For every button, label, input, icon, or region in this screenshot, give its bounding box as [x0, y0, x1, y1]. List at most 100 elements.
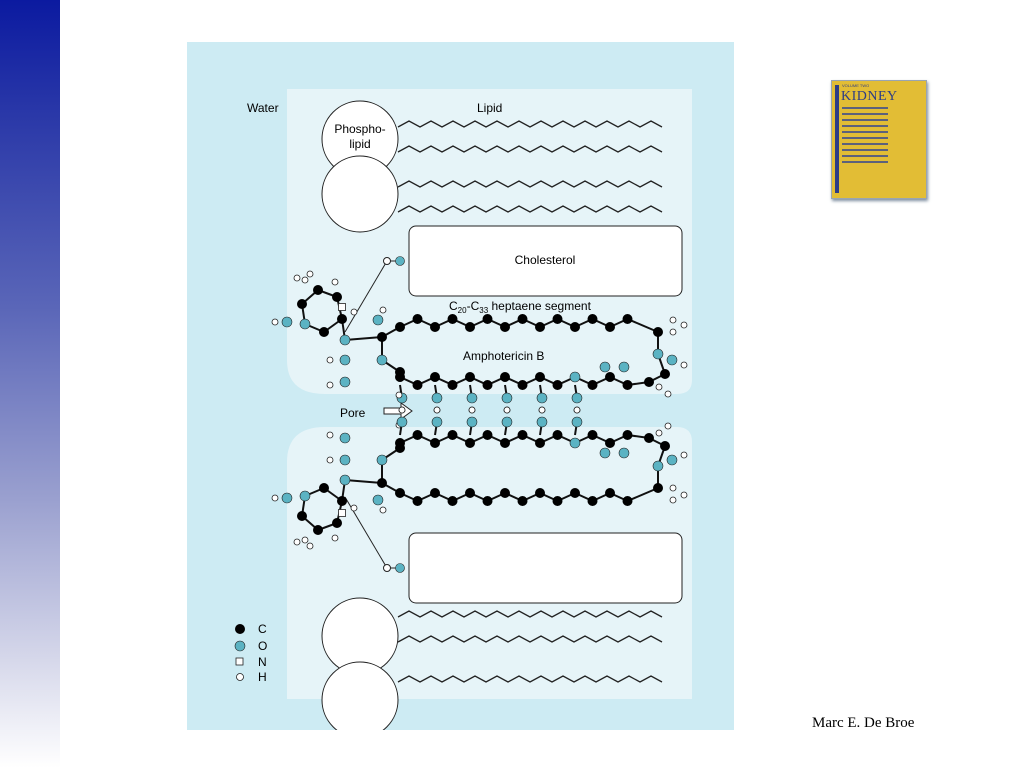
legend-hydrogen-label: H: [258, 670, 267, 684]
linker-oxygen-lower: [395, 563, 405, 573]
oxygen-atom: [536, 416, 548, 428]
oxygen-atom: [372, 314, 384, 326]
carbon-atom: [395, 367, 405, 377]
carbon-atom: [337, 314, 347, 324]
amphotericin-pore-diagram: Water Lipid Phospho- lipid Cholesterol C…: [187, 42, 734, 730]
carbon-atom: [605, 322, 615, 332]
kidney-book-cover-image: VOLUME TWO KIDNEY: [831, 80, 927, 199]
carbon-atom: [605, 488, 615, 498]
hydrogen-atom: [664, 422, 672, 430]
book-title: KIDNEY: [841, 89, 898, 104]
lipid-tail-6: [397, 635, 663, 643]
carbon-atom: [517, 496, 528, 506]
oxygen-atom: [599, 361, 611, 373]
pore-arrow-icon: [383, 402, 413, 420]
lipid-tail-4: [397, 205, 663, 213]
amphotericin-b-label: Amphotericin B: [463, 349, 544, 363]
hydrogen-atom: [331, 534, 339, 542]
hydrogen-atom: [655, 429, 663, 437]
carbon-atom: [430, 372, 440, 382]
amphotericin-molecules: [271, 270, 688, 550]
carbon-atom: [500, 322, 510, 332]
hydrogen-atom: [271, 318, 279, 326]
carbon-atom: [570, 488, 580, 498]
hydrogen-atom: [379, 506, 387, 514]
carbon-atom: [313, 285, 323, 295]
hydrogen-atom: [538, 406, 546, 414]
lipid-tail-3: [397, 180, 663, 188]
hydrogen-atom: [664, 390, 672, 398]
legend-nitrogen-label: N: [258, 655, 267, 669]
carbon-atom: [535, 322, 545, 332]
carbon-atom: [500, 372, 510, 382]
oxygen-atom: [569, 371, 581, 383]
carbon-atom: [319, 327, 329, 337]
carbon-atom: [412, 430, 423, 440]
carbon-atom: [430, 322, 440, 332]
carbon-atom: [644, 433, 654, 443]
hydrogen-atom: [395, 391, 403, 399]
oxygen-atom: [569, 437, 581, 449]
oxygen-atom: [339, 354, 351, 366]
oxygen-atom: [339, 376, 351, 388]
lipid-label: Lipid: [477, 101, 502, 115]
hydrogen-atom: [326, 356, 334, 364]
hydrogen-atom: [350, 308, 358, 316]
carbon-atom: [430, 488, 440, 498]
carbon-atom: [412, 380, 423, 390]
carbon-atom: [517, 430, 528, 440]
carbon-atom: [653, 327, 663, 337]
legend-oxygen-symbol: [234, 640, 246, 652]
hydrogen-atom: [669, 484, 677, 492]
lipid-tail-1: [397, 120, 663, 128]
carbon-atom: [587, 380, 598, 390]
oxygen-atom: [599, 447, 611, 459]
chem-bond: [627, 487, 659, 502]
hydrogen-atom: [301, 536, 309, 544]
hydrogen-atom: [379, 306, 387, 314]
hydrogen-atom: [680, 451, 688, 459]
oxygen-atom: [652, 460, 664, 472]
legend-oxygen-label: O: [258, 639, 267, 653]
carbon-atom: [552, 430, 563, 440]
carbon-atom: [552, 314, 563, 324]
water-label: Water: [247, 101, 279, 115]
hydrogen-atom: [306, 270, 314, 278]
oxygen-atom: [372, 494, 384, 506]
carbon-atom: [395, 488, 405, 498]
oxygen-atom: [339, 474, 351, 486]
pore-label: Pore: [340, 406, 366, 420]
cholesterol-box-lower: [408, 532, 683, 604]
oxygen-atom: [431, 392, 443, 404]
hydrogen-atom: [293, 274, 301, 282]
carbon-atom: [570, 322, 580, 332]
slide-side-gradient-bar: [0, 0, 60, 768]
hydrogen-atom: [655, 383, 663, 391]
hydrogen-atom: [326, 456, 334, 464]
hydrogen-atom: [573, 406, 581, 414]
hydrogen-atom: [293, 538, 301, 546]
oxygen-atom: [466, 416, 478, 428]
carbon-atom: [465, 488, 475, 498]
legend-carbon-label: C: [258, 622, 267, 636]
oxygen-atom: [501, 392, 513, 404]
carbon-atom: [482, 430, 493, 440]
carbon-atom: [430, 438, 440, 448]
carbon-atom: [500, 488, 510, 498]
book-volume-text: VOLUME TWO: [842, 83, 870, 88]
carbon-atom: [500, 438, 510, 448]
diagram-canvas: Water Lipid Phospho- lipid Cholesterol C…: [234, 89, 692, 730]
lipid-tail-2: [397, 145, 663, 153]
hydrogen-atom: [433, 406, 441, 414]
carbon-atom: [535, 488, 545, 498]
carbon-atom: [622, 430, 633, 440]
oxygen-atom: [299, 490, 311, 502]
oxygen-atom: [571, 416, 583, 428]
carbon-atom: [297, 299, 307, 309]
carbon-atom: [552, 380, 563, 390]
legend-carbon-symbol: [235, 624, 245, 634]
carbon-atom: [622, 496, 633, 506]
linker-oxygen-upper: [395, 256, 405, 266]
oxygen-atom: [431, 416, 443, 428]
oxygen-atom: [281, 492, 293, 504]
